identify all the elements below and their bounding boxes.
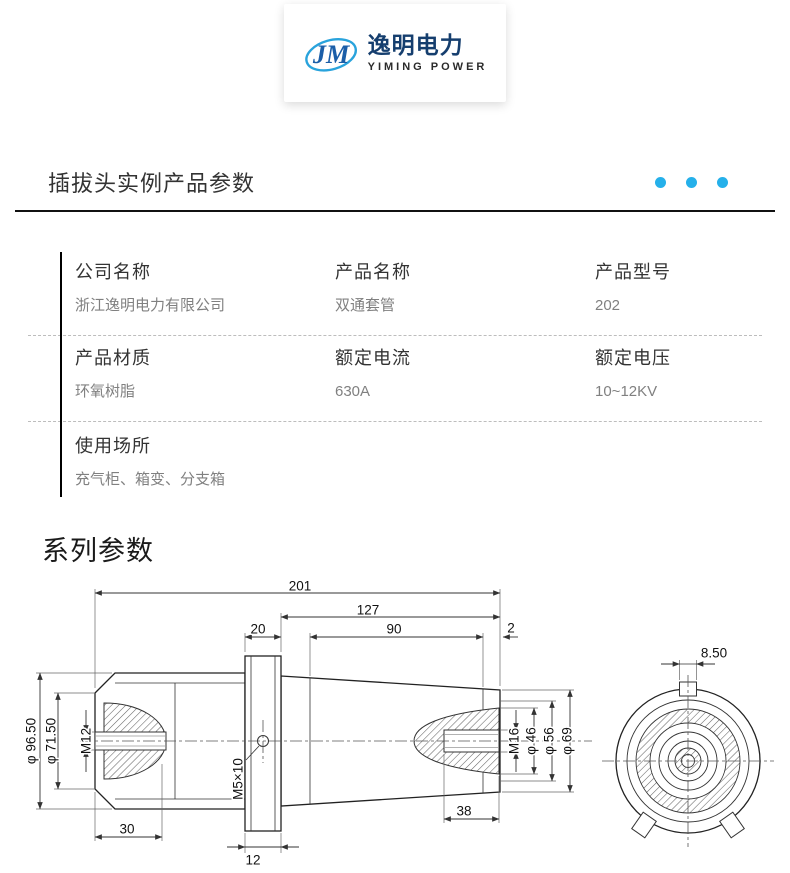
logo-monogram: JM xyxy=(311,40,350,69)
param-rated-voltage: 额定电压 10~12KV xyxy=(595,348,762,401)
row-separator xyxy=(28,421,762,423)
title-underline xyxy=(15,210,775,212)
dim-end-gap: 2 xyxy=(507,621,515,636)
param-label: 产品型号 xyxy=(595,262,671,282)
brand-name-en: YIMING POWER xyxy=(367,61,488,74)
brand-name-cn: 逸明电力 xyxy=(367,31,464,58)
param-material: 产品材质 环氧树脂 xyxy=(75,348,335,401)
param-usage: 使用场所 充气柜、箱变、分支箱 xyxy=(75,436,335,489)
decoration-dots xyxy=(655,176,728,188)
mounting-lug xyxy=(719,811,745,839)
dim-cone-diameter: φ 46 xyxy=(524,728,539,756)
param-label: 公司名称 xyxy=(75,262,151,282)
row-separator xyxy=(28,335,762,337)
param-value: 双通套管 xyxy=(335,296,396,314)
dim-body-length: 90 xyxy=(386,622,401,637)
param-value: 10~12KV xyxy=(595,382,658,400)
dim-insert-depth: 30 xyxy=(119,822,134,837)
params-section-title: 插拔头实例产品参数 xyxy=(48,171,256,196)
dim-notch-width: 8.50 xyxy=(701,646,727,661)
technical-drawing: 201 127 20 90 2 φ 96.50 xyxy=(22,577,774,869)
dim-flange-width: 20 xyxy=(250,622,265,637)
dot-icon xyxy=(655,176,666,188)
dot-icon xyxy=(717,176,728,188)
param-value: 环氧树脂 xyxy=(75,382,136,400)
param-label: 产品材质 xyxy=(75,348,151,369)
param-product-name: 产品名称 双通套管 xyxy=(335,262,595,315)
dim-step-diameter: φ 56 xyxy=(542,728,557,756)
dim-overall-length: 201 xyxy=(289,579,312,594)
params-section-header: 插拔头实例产品参数 xyxy=(0,166,790,198)
mounting-lug xyxy=(631,811,657,839)
dim-flange-thickness: 12 xyxy=(245,853,260,868)
param-model: 产品型号 202 xyxy=(595,262,762,315)
dim-bore-depth: 38 xyxy=(456,804,471,819)
param-value: 202 xyxy=(595,296,621,314)
params-table: 公司名称 浙江逸明电力有限公司 产品名称 双通套管 产品型号 202 产品材质 … xyxy=(28,250,762,499)
param-rated-current: 额定电流 630A xyxy=(335,348,595,401)
series-section-title: 系列参数 xyxy=(42,536,154,567)
yiming-logo-icon: JM xyxy=(304,38,357,72)
dim-thread-m12: M12 xyxy=(79,728,94,754)
param-value: 浙江逸明电力有限公司 xyxy=(75,296,226,314)
param-company: 公司名称 浙江逸明电力有限公司 xyxy=(75,262,335,315)
logo-text: 逸明电力 YIMING POWER xyxy=(367,31,488,74)
dim-end-diameter: φ 69 xyxy=(560,728,575,756)
dim-thread-m16: M16 xyxy=(507,728,522,754)
param-label: 额定电压 xyxy=(595,348,671,369)
param-label: 产品名称 xyxy=(335,262,411,282)
logo-card: JM 逸明电力 YIMING POWER xyxy=(284,4,506,102)
side-view xyxy=(80,655,592,832)
param-label: 使用场所 xyxy=(75,436,151,457)
table-accent-bar xyxy=(60,252,62,498)
dim-right-length: 127 xyxy=(357,603,380,618)
end-view: 8.50 xyxy=(602,644,774,848)
logo-row: JM 逸明电力 YIMING POWER xyxy=(303,28,488,78)
param-label: 额定电流 xyxy=(335,348,411,369)
dim-inner-diameter: φ 71.50 xyxy=(44,718,59,764)
dot-icon xyxy=(686,176,697,188)
dim-thread-m5x10: M5×10 xyxy=(231,758,246,800)
table-row: 使用场所 充气柜、箱变、分支箱 xyxy=(28,422,762,499)
table-row: 产品材质 环氧树脂 额定电流 630A 额定电压 10~12KV xyxy=(28,336,762,421)
param-value: 充气柜、箱变、分支箱 xyxy=(75,470,226,488)
side-view-dimensions: 201 127 20 90 2 φ 96.50 xyxy=(22,577,576,869)
table-row: 公司名称 浙江逸明电力有限公司 产品名称 双通套管 产品型号 202 xyxy=(28,250,762,335)
dim-outer-diameter: φ 96.50 xyxy=(24,718,39,764)
param-value: 630A xyxy=(335,382,371,400)
